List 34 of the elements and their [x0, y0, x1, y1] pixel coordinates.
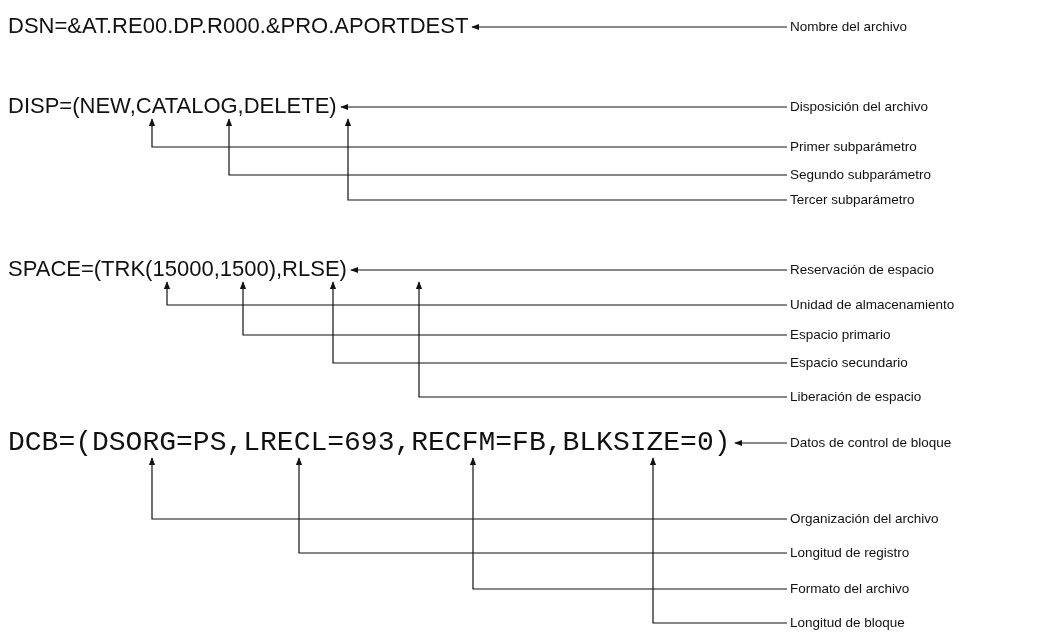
- description-label: Unidad de almacenamiento: [790, 297, 955, 313]
- leader-arrow: [471, 23, 788, 31]
- leader-arrow: [734, 439, 788, 447]
- leader-arrow: [148, 118, 788, 148]
- description-label: Disposición del archivo: [790, 99, 929, 115]
- description-label: Tercer subparámetro: [790, 192, 915, 208]
- code-line: DSN=&AT.RE00.DP.R000.&PRO.APORTDEST: [8, 13, 469, 39]
- description-label: Nombre del archivo: [790, 19, 908, 35]
- code-line: DISP=(NEW,CATALOG,DELETE): [8, 93, 337, 119]
- leader-arrow: [344, 118, 788, 201]
- leader-arrow: [295, 457, 788, 554]
- description-label: Longitud de registro: [790, 545, 910, 561]
- description-label: Espacio secundario: [790, 355, 908, 371]
- leader-arrow: [329, 281, 788, 364]
- leader-arrow: [225, 118, 788, 176]
- leader-arrow: [415, 281, 788, 398]
- leader-arrow: [340, 103, 788, 111]
- leader-arrow: [649, 457, 788, 624]
- leader-arrow: [239, 281, 788, 336]
- description-label: Organización del archivo: [790, 511, 939, 527]
- description-label: Longitud de bloque: [790, 615, 905, 631]
- code-line: SPACE=(TRK(15000,1500),RLSE): [8, 256, 347, 282]
- description-label: Formato del archivo: [790, 581, 910, 597]
- description-label: Segundo subparámetro: [790, 167, 932, 183]
- description-label: Primer subparámetro: [790, 139, 917, 155]
- description-label: Datos de control de bloque: [790, 435, 952, 451]
- leader-arrow: [163, 281, 788, 306]
- leader-arrow: [350, 266, 788, 274]
- description-label: Espacio primario: [790, 327, 891, 343]
- description-label: Liberación de espacio: [790, 389, 922, 405]
- description-label: Reservación de espacio: [790, 262, 935, 278]
- leader-arrow: [148, 457, 788, 520]
- leader-arrow: [469, 457, 788, 590]
- code-line: DCB=(DSORG=PS,LRECL=693,RECFM=FB,BLKSIZE=0): [8, 428, 731, 458]
